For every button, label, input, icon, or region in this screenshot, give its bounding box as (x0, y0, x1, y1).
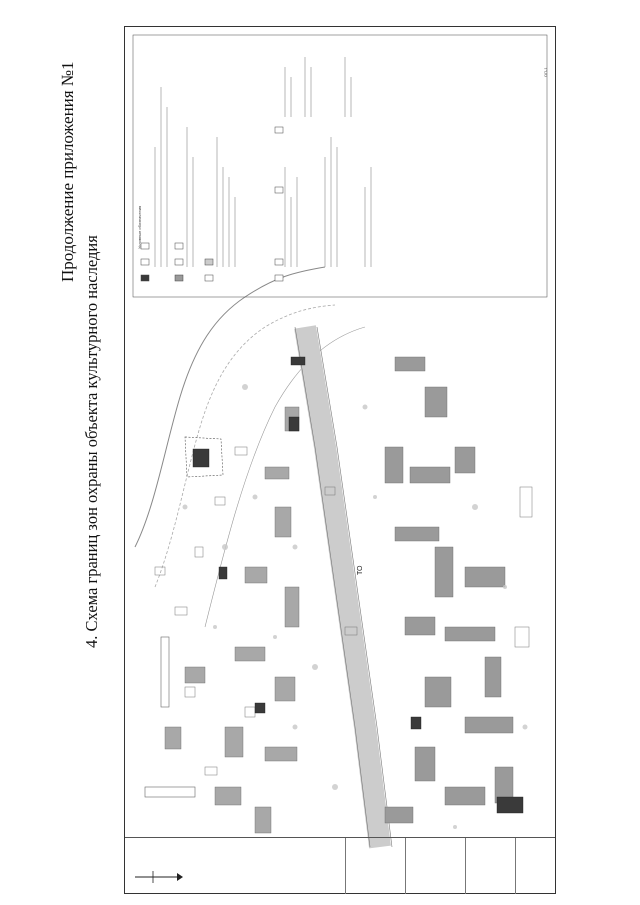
appendix-title: Продолжение приложения №1 (58, 61, 77, 282)
stamp-cell (345, 838, 405, 894)
stamp-cell (465, 838, 515, 894)
map-frame: Условные обозначения ОП-1 ТО (124, 26, 556, 894)
building-cluster-right (384, 356, 514, 824)
stamp-cell (405, 838, 465, 894)
main-road-edge-2 (316, 326, 393, 848)
legend-panel (132, 34, 548, 298)
small-houses (154, 446, 533, 776)
main-road-edge (294, 326, 371, 848)
stamp-cell (515, 838, 555, 894)
legend-swatches (140, 126, 284, 282)
legend-header: Условные обозначения (137, 205, 142, 249)
legend-text-lines (154, 57, 372, 267)
main-road (294, 325, 391, 849)
terrain-line (204, 326, 366, 628)
river-bank-inner (154, 304, 336, 588)
road-label: ТО (357, 565, 364, 575)
heritage-object-marks (192, 356, 524, 814)
north-arrow-icon (135, 871, 183, 883)
long-building-2 (144, 786, 196, 798)
scheme-title: 4. Схема границ зон охраны объекта культ… (82, 235, 101, 648)
building-cluster-left (164, 406, 300, 834)
vegetation-texture (182, 384, 528, 829)
site-plan-map (132, 34, 548, 849)
long-building (160, 636, 170, 708)
sheet-number: ОП-1 (543, 67, 548, 77)
title-block-stamp (125, 837, 555, 894)
